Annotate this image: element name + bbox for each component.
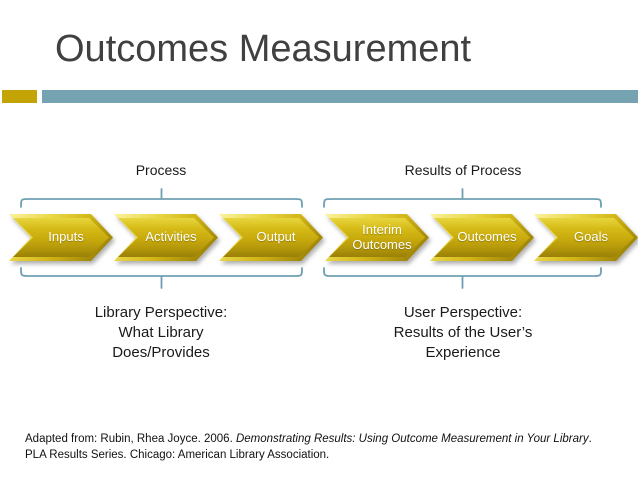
arrow-label: Outcomes	[457, 229, 517, 245]
bracket-top-process-icon	[20, 188, 303, 208]
arrow-label: Interim Outcomes	[352, 221, 412, 252]
arrow-outcomes: Outcomes	[430, 214, 534, 261]
arrow-label: Inputs	[48, 229, 84, 245]
arrow-goals: Goals	[534, 214, 638, 261]
arrow-interim-outcomes: Interim Outcomes	[325, 214, 429, 261]
arrow-output: Output	[219, 214, 323, 261]
accent-square	[2, 90, 37, 103]
page-title: Outcomes Measurement	[55, 28, 472, 70]
arrow-activities: Activities	[114, 214, 218, 261]
arrow-label: Goals	[574, 229, 608, 245]
citation: Adapted from: Rubin, Rhea Joyce. 2006. D…	[25, 431, 597, 463]
bracket-bottom-library-icon	[20, 267, 303, 289]
library-perspective-text: Library Perspective: What Library Does/P…	[94, 304, 228, 361]
process-section-label: Process	[135, 162, 187, 178]
citation-book-title: Demonstrating Results: Using Outcome Mea…	[235, 433, 589, 445]
arrow-label: Output	[256, 229, 296, 245]
results-section-label: Results of Process	[404, 162, 522, 178]
citation-prefix: Adapted from: Rubin, Rhea Joyce. 2006.	[25, 433, 236, 445]
arrow-inputs: Inputs	[9, 214, 113, 261]
bracket-bottom-user-icon	[323, 267, 602, 289]
user-perspective-text: User Perspective: Results of the User’s …	[393, 304, 533, 361]
bracket-top-results-icon	[323, 188, 602, 208]
arrow-label: Activities	[145, 229, 197, 245]
accent-bar	[42, 90, 638, 103]
citation-suffix: . PLA Results Series. Chicago: American …	[25, 433, 592, 462]
